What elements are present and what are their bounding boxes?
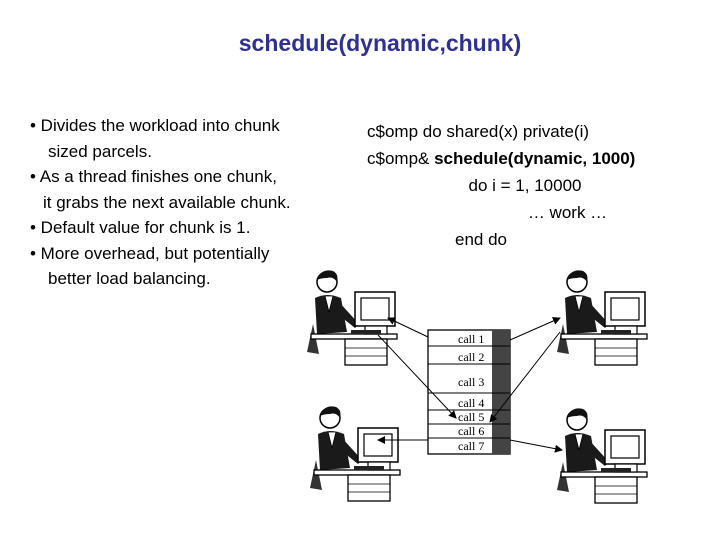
code-line: c$omp do shared(x) private(i) (367, 122, 590, 141)
call-label: call 4 (458, 396, 484, 410)
slide-title: schedule(dynamic,chunk) (238, 30, 522, 56)
code-bold: schedule(dynamic, 1000) (434, 149, 636, 168)
worker-bottom-left-icon (309, 405, 401, 502)
bullet-item: • More overhead, but potentially (30, 243, 270, 263)
call-label: call 6 (458, 424, 484, 438)
bullet-item: • Divides the workload into chunk (30, 116, 280, 135)
arrow (509, 439, 563, 453)
code-line: … work … (527, 203, 608, 222)
call-label: call 3 (458, 375, 484, 389)
code-line: c$omp& schedule(dynamic, 1000) (340, 145, 710, 172)
arrow (377, 334, 457, 419)
arrow (489, 331, 561, 423)
bullet-continuation: sized parcels. (48, 141, 152, 161)
bullet-continuation: better load balancing. (48, 269, 211, 288)
arrow (387, 317, 429, 338)
call-label: call 1 (458, 332, 484, 346)
code-line: do i = 1, 10000 (468, 176, 582, 195)
code-block: c$omp do shared(x) private(i) c$omp& sch… (340, 118, 710, 253)
arrow (509, 317, 561, 341)
call-label: call 7 (458, 439, 484, 453)
bullet-list: • Divides the workload into chunk sized … (30, 113, 360, 292)
call-stack: call 1 call 2 call 3 call 4 call 5 call … (427, 329, 511, 455)
worker-top-left-icon (306, 269, 398, 366)
bullet-item: • Default value for chunk is 1. (30, 218, 251, 237)
dispatch-arrows (377, 317, 563, 453)
worker-bottom-right-icon (556, 407, 648, 504)
worker-top-right-icon (556, 269, 648, 366)
code-line: end do (455, 230, 507, 249)
call-label: call 2 (458, 350, 484, 364)
bullet-continuation: it grabs the next available chunk. (43, 192, 291, 212)
call-label: call 5 (458, 410, 484, 424)
code-prefix: c$omp& (367, 149, 435, 168)
bullet-item: • As a thread finishes one chunk, (30, 167, 277, 186)
